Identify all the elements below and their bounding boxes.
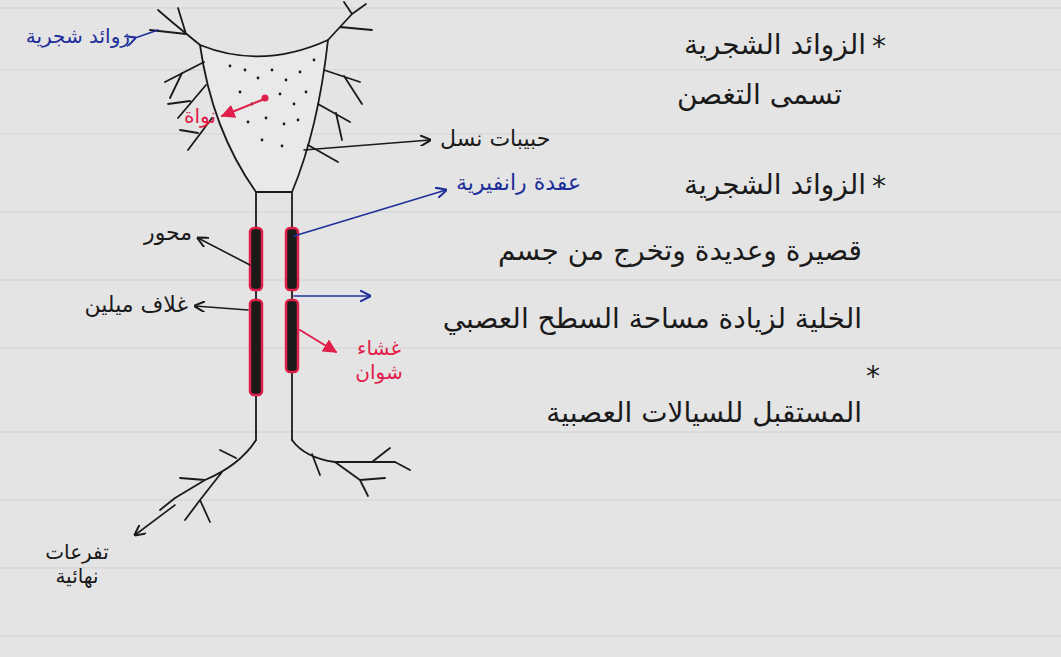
leader-lines (135, 30, 446, 535)
cell-body (150, 2, 372, 192)
bullet-mark: * (872, 170, 886, 204)
bullet-mark: * (872, 30, 886, 64)
note-line: تسمى التغصن (677, 78, 842, 112)
part-label: نواة (184, 104, 216, 128)
note-line: الخلية لزيادة مساحة السطح العصبي (443, 302, 862, 336)
note-line: الزوائد الشجرية (684, 168, 866, 202)
part-label: تفرعات نهائية (22, 540, 132, 588)
part-label: حبيبات نسل (440, 126, 550, 152)
myelin-sheath (250, 228, 298, 395)
axon-terminals (160, 440, 410, 522)
note-line: المستقبل للسيالات العصبية (546, 396, 862, 430)
note-line: قصيرة وعديدة وتخرج من جسم (498, 234, 862, 268)
part-label: غلاف ميلين (84, 292, 188, 318)
nissl-dots (229, 59, 316, 148)
part-label: عقدة رانفيرية (456, 170, 581, 196)
note-line: الزوائد الشجرية (684, 28, 866, 62)
part-label: زوائد شجرية (26, 24, 130, 48)
bullet-mark: * (866, 360, 880, 394)
ruled-lines (0, 8, 1061, 636)
part-label: غشاء شوان (344, 336, 414, 384)
part-label: محور (144, 220, 192, 246)
